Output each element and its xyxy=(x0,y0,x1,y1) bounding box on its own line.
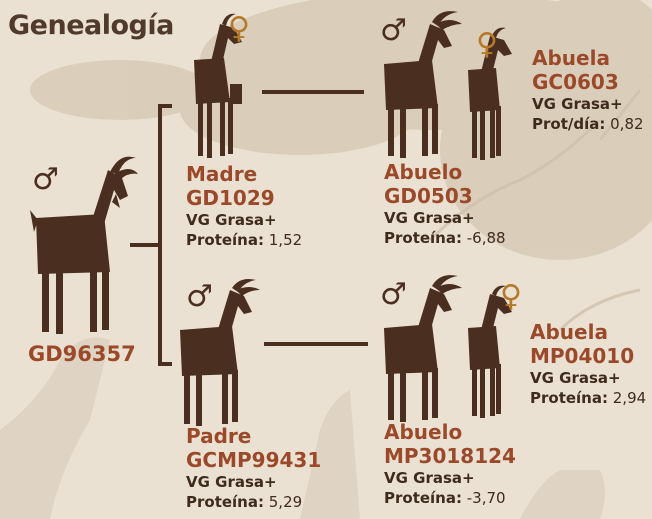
abuelo-paterno-role: Abuelo xyxy=(384,420,463,444)
madre-line1: VG Grasa+ xyxy=(186,211,277,229)
connector-bracket-top xyxy=(158,104,172,108)
abuelo-materno-line1: VG Grasa+ xyxy=(384,209,475,227)
padre-metric-value: 5,29 xyxy=(268,493,303,511)
abuela-materna-card: Abuela GC0603 VG Grasa+ Prot/día: 0,82 xyxy=(532,46,644,134)
abuelo-paterno-code: MP3018124 xyxy=(384,444,516,468)
padre-role: Padre xyxy=(186,424,252,448)
abuelo-materno-role: Abuelo xyxy=(384,160,463,184)
female-symbol-abuela-paterna: ♀ xyxy=(500,279,522,314)
padre-metric-label: Proteína: xyxy=(186,493,264,511)
male-symbol-abuelo-materno: ♂ xyxy=(380,13,407,48)
abuelo-paterno-metric-label: Proteína: xyxy=(384,489,462,507)
madre-metric-label: Proteína: xyxy=(186,231,264,249)
male-symbol-padre: ♂ xyxy=(186,279,213,314)
madre-metric-value: 1,52 xyxy=(268,231,303,249)
abuela-materna-code: GC0603 xyxy=(532,70,619,94)
connector-madre-abuelos xyxy=(262,90,364,94)
abuelo-materno-code: GD0503 xyxy=(384,184,473,208)
abuela-paterna-code: MP04010 xyxy=(530,344,635,368)
page-title: Genealogía xyxy=(8,10,174,41)
madre-code: GD1029 xyxy=(186,186,275,210)
male-symbol-root: ♂ xyxy=(32,162,59,197)
abuela-paterna-card: Abuela MP04010 VG Grasa+ Proteína: 2,94 xyxy=(530,320,646,408)
goat-padre-icon xyxy=(180,279,260,426)
abuelo-paterno-metric: Proteína: -3,70 xyxy=(384,488,516,508)
abuelo-materno-metric: Proteína: -6,88 xyxy=(384,228,506,248)
madre-metric: Proteína: 1,52 xyxy=(186,230,302,250)
abuela-materna-role: Abuela xyxy=(532,46,610,70)
padre-metric: Proteína: 5,29 xyxy=(186,492,321,512)
abuela-paterna-metric: Proteína: 2,94 xyxy=(530,388,646,408)
padre-code: GCMP99431 xyxy=(186,448,322,472)
connector-root-horizontal xyxy=(130,243,158,247)
abuela-paterna-line1: VG Grasa+ xyxy=(530,369,621,387)
madre-card: Madre GD1029 VG Grasa+ Proteína: 1,52 xyxy=(186,162,302,250)
goat-root-icon xyxy=(30,156,138,334)
padre-card: Padre GCMP99431 VG Grasa+ Proteína: 5,29 xyxy=(186,424,321,512)
abuelo-paterno-metric-value: -3,70 xyxy=(466,489,506,507)
abuela-materna-metric-label: Prot/día: xyxy=(532,115,606,133)
abuelo-paterno-card: Abuelo MP3018124 VG Grasa+ Proteína: -3,… xyxy=(384,420,516,508)
abuelo-materno-card: Abuelo GD0503 VG Grasa+ Proteína: -6,88 xyxy=(384,160,506,248)
abuela-materna-line1: VG Grasa+ xyxy=(532,95,623,113)
goat-madre-icon xyxy=(194,13,242,158)
abuela-materna-metric: Prot/día: 0,82 xyxy=(532,114,644,134)
abuelo-materno-metric-value: -6,88 xyxy=(466,229,506,247)
abuela-paterna-metric-value: 2,94 xyxy=(612,389,647,407)
connector-bracket-bottom xyxy=(158,362,172,366)
connector-padre-abuelos xyxy=(264,342,368,346)
abuela-paterna-role: Abuela xyxy=(530,320,608,344)
connector-bracket-vertical xyxy=(158,104,162,366)
abuelo-paterno-line1: VG Grasa+ xyxy=(384,469,475,487)
abuela-materna-metric-value: 0,82 xyxy=(610,115,644,133)
goat-abuelo-paterno-icon xyxy=(384,275,462,422)
madre-role: Madre xyxy=(186,162,258,186)
goat-abuela-paterna-icon xyxy=(468,285,512,418)
female-symbol-abuela-materna: ♀ xyxy=(476,27,498,62)
goat-abuelo-materno-icon xyxy=(384,11,462,158)
male-symbol-abuelo-paterno: ♂ xyxy=(380,277,407,312)
goat-abuela-materna-icon xyxy=(468,27,512,160)
female-symbol-madre: ♀ xyxy=(228,11,250,46)
abuela-paterna-metric-label: Proteína: xyxy=(530,389,608,407)
abuelo-materno-metric-label: Proteína: xyxy=(384,229,462,247)
root-goat-code: GD96357 xyxy=(28,342,136,366)
padre-line1: VG Grasa+ xyxy=(186,473,277,491)
